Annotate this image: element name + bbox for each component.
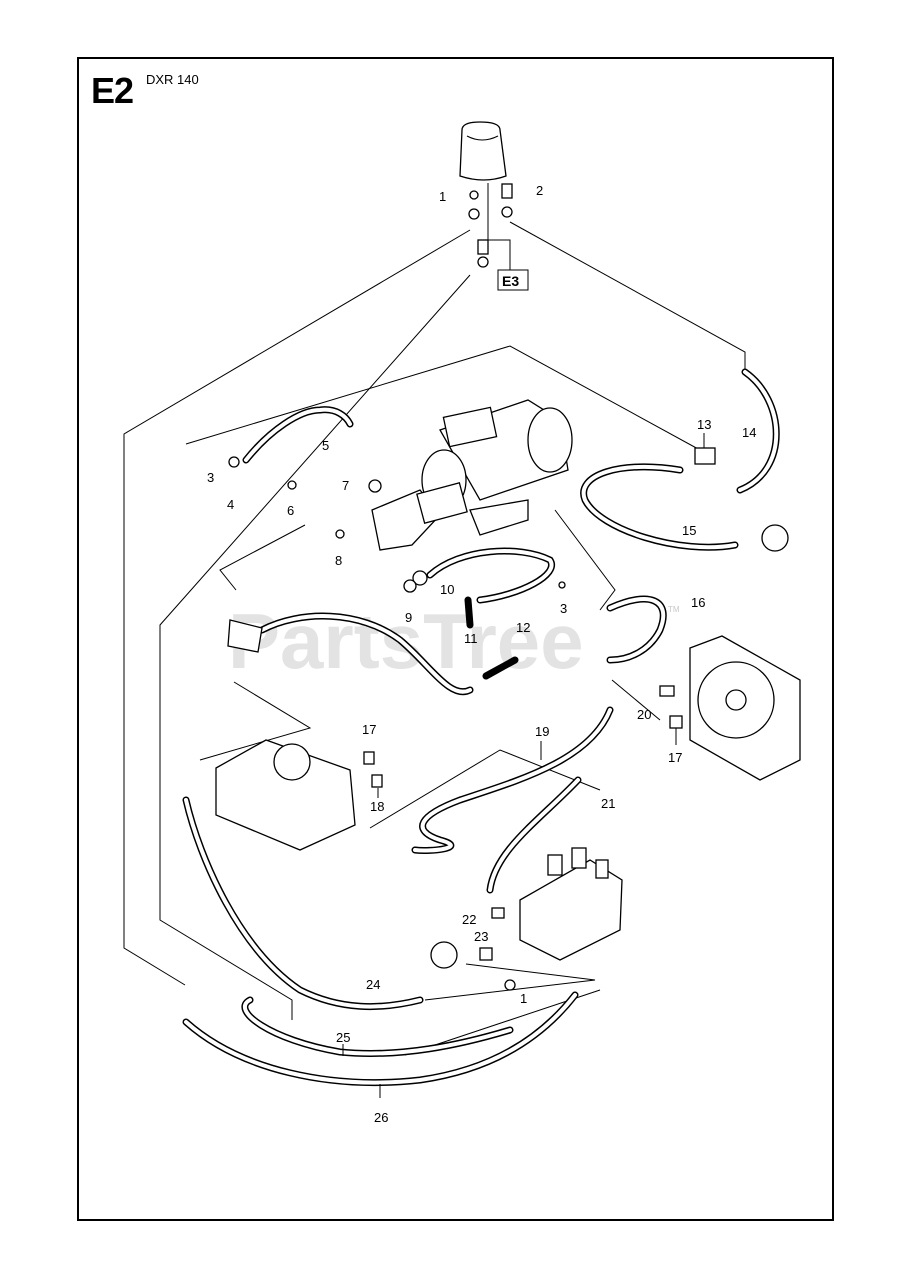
guide-line-box [199, 681, 312, 761]
callout: 16 [691, 595, 705, 610]
guide-line-tank [219, 524, 306, 591]
callout: 1 [439, 189, 446, 204]
guide-line-inner [159, 274, 471, 1020]
callout: 22 [462, 912, 476, 927]
callout: 13 [697, 417, 711, 432]
callout: 5 [322, 438, 329, 453]
hose-21 [486, 776, 582, 894]
cap-15 [761, 524, 789, 552]
cap-23 [430, 941, 458, 969]
clamp-10 [412, 570, 428, 586]
callout: 3 [207, 470, 214, 485]
guide-line-hose19 [369, 749, 601, 829]
guide-line-top [185, 345, 701, 451]
drawing-frame [77, 57, 834, 1221]
callout: 20 [637, 707, 651, 722]
ref-box [497, 269, 529, 291]
hose-connector [482, 656, 519, 680]
valve-block [519, 847, 623, 961]
fitting-17-right [669, 715, 683, 729]
reservoir-tank [459, 121, 507, 181]
callout: 15 [682, 523, 696, 538]
callout: 23 [474, 929, 488, 944]
callout: 8 [335, 553, 342, 568]
callout: 7 [342, 478, 349, 493]
callout: 19 [535, 724, 549, 739]
ref-box-label: E3 [502, 273, 519, 289]
guide-line-cooler [611, 679, 661, 721]
fitting-23 [479, 947, 493, 961]
callout: 3 [560, 601, 567, 616]
callout: 21 [601, 796, 615, 811]
washer-e3 [477, 256, 489, 268]
hydraulic-tank [215, 619, 356, 851]
model-label: DXR 140 [146, 72, 199, 87]
callout: 4 [227, 497, 234, 512]
tee-fitting-13 [694, 447, 716, 465]
fitting-3-left [228, 456, 240, 468]
fitting-1-top [468, 190, 480, 220]
fitting-2-top [501, 183, 513, 218]
callout: 18 [370, 799, 384, 814]
callout: 12 [516, 620, 530, 635]
fitting-3-right [558, 581, 566, 589]
callout: 26 [374, 1110, 388, 1125]
callout: 11 [464, 631, 478, 646]
callout: 9 [405, 610, 412, 625]
guide-line-right [509, 221, 746, 370]
fitting-20 [659, 685, 675, 697]
leader-e3 [487, 183, 511, 270]
hose-11 [464, 596, 474, 629]
clamp-9 [403, 579, 417, 593]
fitting-8 [335, 529, 345, 539]
oil-cooler [689, 635, 801, 781]
hose-15 [580, 463, 739, 551]
guide-line-valve [424, 963, 596, 1001]
watermark-tm: TM [668, 605, 680, 614]
guide-line-mid [554, 509, 616, 611]
fitting-22 [491, 907, 505, 919]
guide-line-left [123, 229, 471, 986]
fitting-6 [287, 480, 297, 490]
callout: 2 [536, 183, 543, 198]
hydraulic-pump [368, 479, 468, 551]
callout: 17 [362, 722, 376, 737]
callout: 10 [440, 582, 454, 597]
fitting-e3 [477, 239, 489, 255]
callout: 1 [520, 991, 527, 1006]
callout: 6 [287, 503, 294, 518]
fitting-17-left [363, 751, 375, 765]
fitting-18 [371, 774, 383, 788]
callout: 17 [668, 750, 682, 765]
fitting-1-bottom [504, 979, 516, 991]
callout: 14 [742, 425, 756, 440]
section-label: E2 [91, 70, 134, 111]
hose-16 [606, 595, 667, 664]
callout: 25 [336, 1030, 350, 1045]
callout: 24 [366, 977, 380, 992]
